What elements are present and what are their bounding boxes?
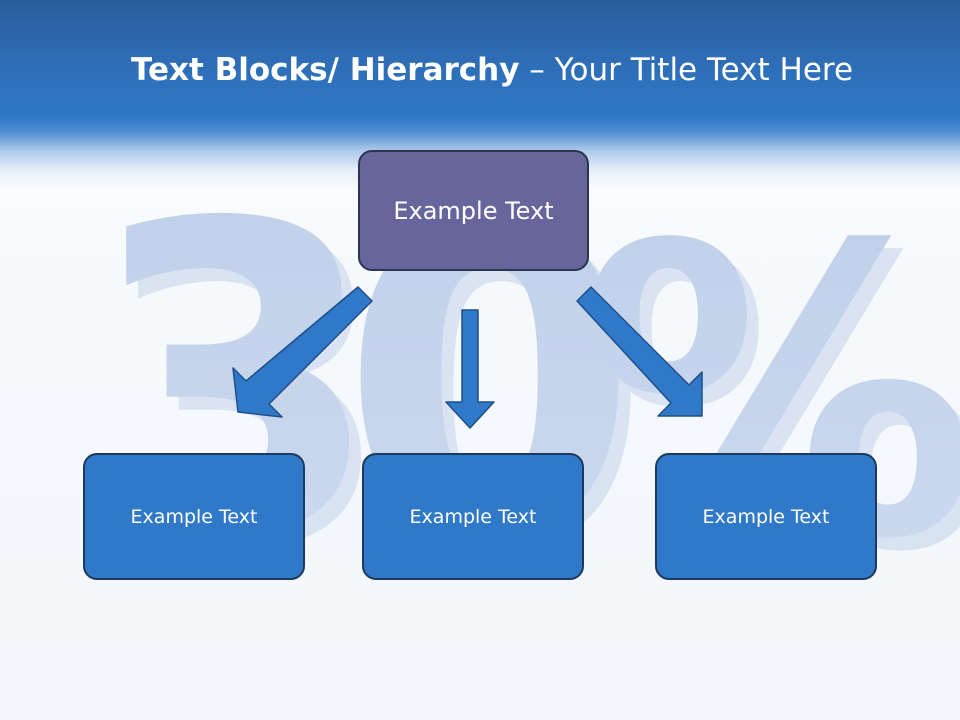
arrow-right bbox=[576, 286, 703, 417]
top-level-box[interactable]: Example Text bbox=[358, 150, 589, 271]
child-box-left[interactable]: Example Text bbox=[83, 453, 305, 580]
child-box-middle[interactable]: Example Text bbox=[362, 453, 584, 580]
child-box-left-label: Example Text bbox=[130, 505, 258, 528]
child-box-middle-label: Example Text bbox=[409, 505, 537, 528]
arrow-middle bbox=[445, 309, 495, 429]
slide-title: Text Blocks/ Hierarchy – Your Title Text… bbox=[0, 52, 960, 88]
title-strong-text: Text Blocks/ Hierarchy bbox=[130, 52, 520, 88]
title-rest-text: – Your Title Text Here bbox=[519, 52, 854, 88]
child-box-right-label: Example Text bbox=[702, 505, 830, 528]
top-level-box-label: Example Text bbox=[393, 196, 554, 225]
child-box-right[interactable]: Example Text bbox=[655, 453, 877, 580]
arrow-left bbox=[232, 286, 373, 418]
